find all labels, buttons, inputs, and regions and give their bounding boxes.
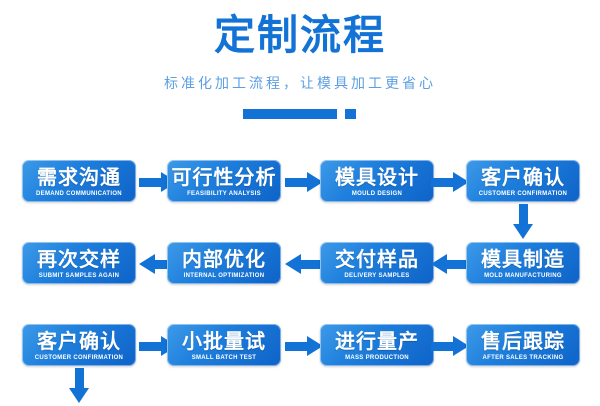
arrow-right-icon (431, 336, 469, 356)
flow-node-label-en: CUSTOMER CONFIRMATION (34, 354, 124, 361)
flow-node-demand-communication[interactable]: 需求沟通 DEMAND COMMUNICATION (22, 160, 136, 202)
flow-node-label-en: DELIVERY SAMPLES (344, 272, 410, 279)
flow-node-label-en: MOULD DESIGN (351, 190, 403, 197)
flow-node-label-cn: 售后跟踪 (481, 328, 565, 353)
flow-node-label-cn: 模具设计 (335, 164, 419, 189)
flow-node-label-cn: 客户确认 (37, 328, 121, 353)
flow-row-1: 需求沟通 DEMAND COMMUNICATION 可行性分析 FEASIBIL… (0, 160, 600, 239)
flow-node-mould-design[interactable]: 模具设计 MOULD DESIGN (320, 160, 434, 202)
page-subtitle: 标准化加工流程，让模具加工更省心 (164, 76, 436, 93)
title-divider (0, 109, 600, 120)
page-title: 定制流程 (214, 11, 386, 59)
arrow-left-icon (285, 254, 323, 274)
flow-node-label-cn: 小批量试 (182, 328, 266, 353)
flow-row-2: 再次交样 SUBMIT SAMPLES AGAIN 内部优化 INTERNAL … (0, 242, 600, 403)
flow-node-small-batch-test[interactable]: 小批量试 SMALL BATCH TEST (167, 324, 281, 366)
flow-node-label-en: SMALL BATCH TEST (191, 354, 257, 361)
flow-node-mass-production[interactable]: 进行量产 MASS PRODUCTION (320, 324, 434, 366)
flow-row-3: 客户确认 CUSTOMER CONFIRMATION 小批量试 SMALL BA… (0, 324, 600, 366)
flow-node-internal-optimization[interactable]: 内部优化 INTERNAL OPTIMIZATION (167, 242, 281, 284)
flow-node-delivery-samples[interactable]: 交付样品 DELIVERY SAMPLES (320, 242, 434, 284)
flow-node-mold-manufacturing[interactable]: 模具制造 MOLD MANUFACTURING (466, 242, 580, 284)
flow-node-label-cn: 模具制造 (481, 246, 565, 271)
flow-node-label-en: DEMAND COMMUNICATION (36, 190, 122, 197)
flow-node-label-en: MOLD MANUFACTURING (484, 272, 562, 279)
flow-node-label-cn: 进行量产 (335, 328, 419, 353)
flow-node-submit-samples-again[interactable]: 再次交样 SUBMIT SAMPLES AGAIN (22, 242, 136, 284)
flow-node-label-en: AFTER SALES TRACKING (482, 354, 564, 361)
flow-node-label-en: INTERNAL OPTIMIZATION (183, 272, 265, 279)
flow-node-label-en: SUBMIT SAMPLES AGAIN (38, 272, 120, 279)
process-flow-diagram: 需求沟通 DEMAND COMMUNICATION 可行性分析 FEASIBIL… (0, 160, 600, 406)
flow-node-label-en: MASS PRODUCTION (345, 354, 409, 361)
divider-square (345, 109, 356, 120)
flow-node-label-cn: 可行性分析 (171, 164, 277, 189)
flow-node-label-cn: 需求沟通 (37, 164, 121, 189)
flow-node-label-cn: 再次交样 (37, 246, 121, 271)
arrow-right-icon (285, 172, 323, 192)
page-header: 定制流程 标准化加工流程，让模具加工更省心 (0, 0, 600, 120)
flow-node-label-en: CUSTOMER CONFIRMATION (478, 190, 568, 197)
flow-node-after-sales-tracking[interactable]: 售后跟踪 AFTER SALES TRACKING (466, 324, 580, 366)
arrow-left-icon (431, 254, 469, 274)
flow-node-customer-confirmation-1[interactable]: 客户确认 CUSTOMER CONFIRMATION (466, 160, 580, 202)
flow-node-customer-confirmation-2[interactable]: 客户确认 CUSTOMER CONFIRMATION (22, 324, 136, 366)
flow-node-label-cn: 内部优化 (182, 246, 266, 271)
arrow-right-icon (431, 172, 469, 192)
divider-bar (243, 109, 337, 120)
flow-node-label-en: FEASIBILITY ANALYSIS (187, 190, 261, 197)
arrow-right-icon (285, 336, 323, 356)
arrow-left-icon (139, 254, 177, 274)
arrow-down-icon (69, 368, 89, 403)
arrow-down-icon (513, 204, 533, 239)
flow-node-label-cn: 交付样品 (335, 246, 419, 271)
flow-node-feasibility-analysis[interactable]: 可行性分析 FEASIBILITY ANALYSIS (167, 160, 281, 202)
flow-node-label-cn: 客户确认 (481, 164, 565, 189)
